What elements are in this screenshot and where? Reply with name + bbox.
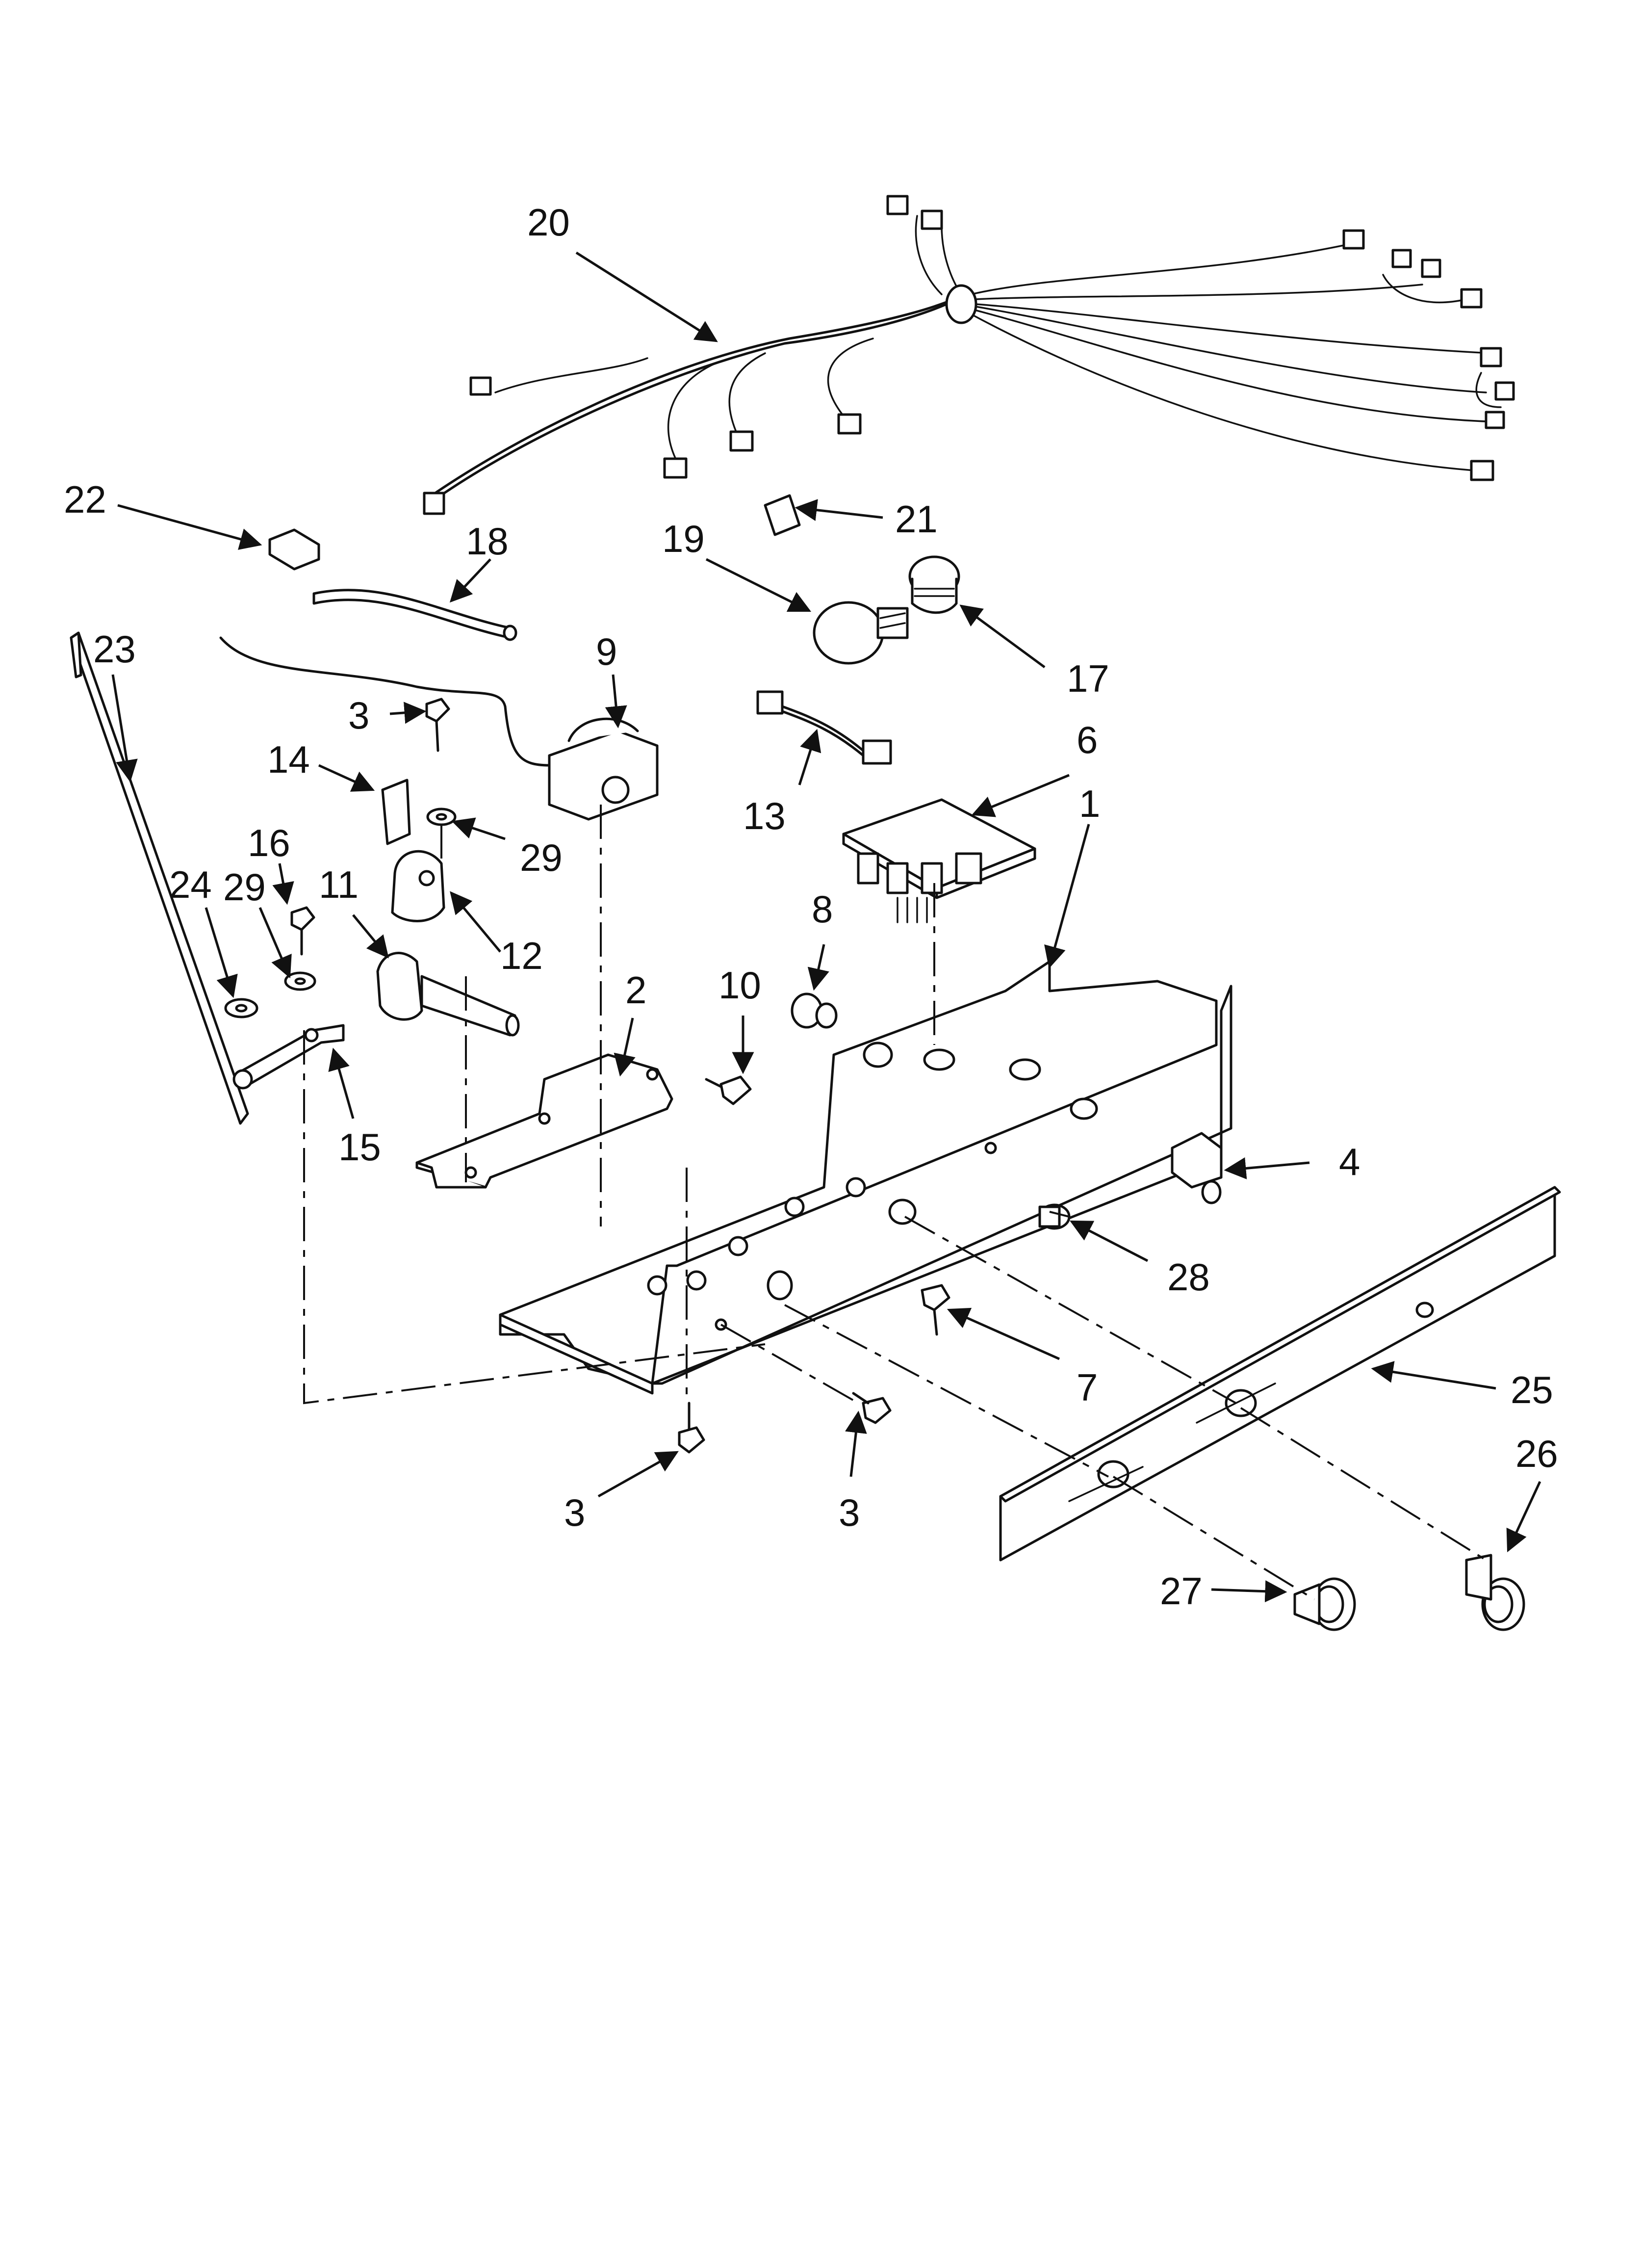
callout-16: 16 [248, 821, 290, 864]
callout-11: 11 [319, 863, 359, 906]
leader-arrows [111, 251, 1541, 1603]
screw-part [425, 698, 450, 752]
screw-part [290, 906, 315, 956]
knob-part [1293, 1577, 1356, 1631]
mounting-bracket-part [415, 1053, 673, 1189]
switch-part [1171, 1132, 1223, 1204]
callout-25: 25 [1511, 1368, 1553, 1411]
screw-part [705, 1075, 752, 1105]
callout-9: 9 [596, 630, 617, 673]
callout-15: 15 [338, 1125, 381, 1169]
callout-28: 28 [1167, 1255, 1210, 1299]
callout-17: 17 [1067, 657, 1109, 700]
callout-14: 14 [267, 738, 310, 781]
assembly-guide-lines [303, 805, 1487, 1600]
callout-29: 29 [520, 836, 563, 879]
callout-23: 23 [93, 627, 136, 671]
callout-4: 4 [1339, 1140, 1360, 1183]
plunger-part [1038, 1203, 1071, 1230]
shaft-part [376, 952, 520, 1037]
callout-20: 20 [527, 201, 570, 244]
callout-22: 22 [64, 478, 106, 521]
callout-10: 10 [718, 964, 761, 1007]
grommet-part [791, 992, 838, 1029]
callout-12: 12 [500, 934, 543, 977]
clip-part [268, 528, 320, 571]
tube-part [312, 589, 517, 641]
callout-24: 24 [169, 863, 212, 906]
callout-13: 13 [743, 794, 786, 837]
housing-part [391, 850, 445, 922]
callout-6: 6 [1077, 718, 1098, 761]
light-socket-part [908, 555, 960, 614]
callout-29: 29 [223, 865, 266, 909]
callout-2: 2 [625, 968, 646, 1012]
callout-labels: 20 22 21 18 19 17 23 9 3 14 29 13 6 1 16… [64, 201, 1558, 1613]
callout-27: 27 [1160, 1569, 1203, 1613]
washer-part [224, 998, 258, 1018]
callout-3: 3 [564, 1491, 585, 1534]
knob-part [1465, 1554, 1525, 1631]
callout-18: 18 [466, 520, 509, 563]
link-arm-part [232, 1024, 345, 1090]
washer-part [284, 971, 316, 991]
wire-harness-part [423, 195, 1515, 515]
callout-8: 8 [812, 887, 833, 931]
callout-7: 7 [1077, 1366, 1098, 1409]
screw-part [852, 1392, 892, 1424]
callout-3: 3 [839, 1491, 860, 1534]
socket-clip-part [764, 494, 801, 536]
control-board-part [842, 798, 1036, 923]
harness-jumper-part [756, 690, 892, 765]
callout-3: 3 [348, 694, 369, 737]
callout-26: 26 [1515, 1432, 1558, 1475]
screw-part [678, 1402, 705, 1454]
washer-part [426, 808, 457, 826]
bracket-part [381, 779, 411, 845]
capillary-rod-part [70, 631, 249, 1125]
callout-19: 19 [662, 517, 705, 560]
callout-1: 1 [1079, 782, 1100, 825]
light-bulb-part [813, 601, 909, 665]
screw-part [921, 1284, 950, 1336]
thermostat-control-part [219, 636, 659, 821]
callout-21: 21 [895, 497, 938, 541]
control-housing-part [499, 960, 1232, 1395]
